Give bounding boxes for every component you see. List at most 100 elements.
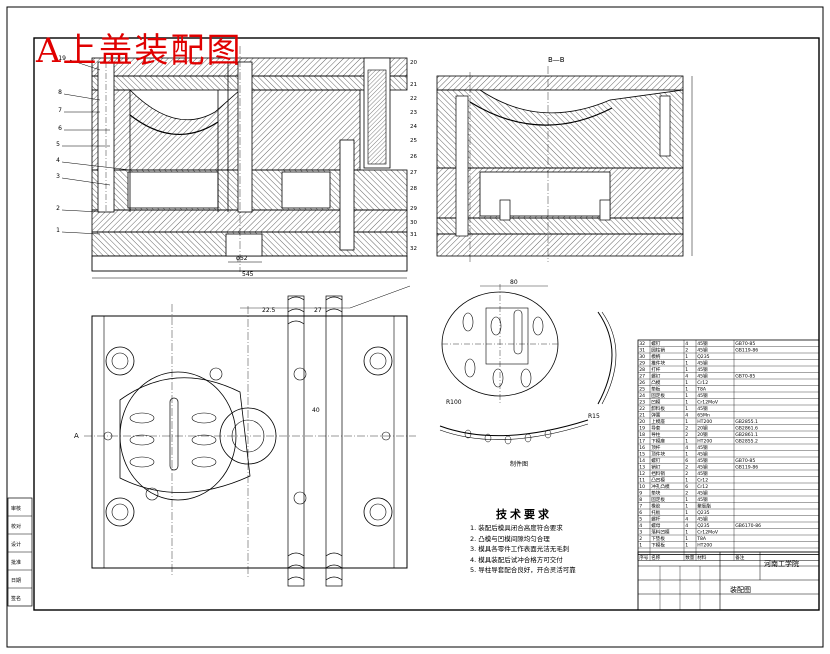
bom-cell: 45钢 xyxy=(697,340,708,347)
balloon: 21 xyxy=(410,82,417,88)
bom-cell: 1 xyxy=(685,452,688,458)
section-marker-a: A xyxy=(74,432,79,440)
bom-cell: 45钢 xyxy=(697,516,708,523)
bom-cell: Q235 xyxy=(697,354,709,360)
balloon: 23 xyxy=(410,110,417,116)
bom-cell: 1 xyxy=(685,478,688,484)
bom-cell: GB2855.2 xyxy=(735,439,758,445)
bom-cell: 凸凹模 xyxy=(651,477,665,484)
balloon: 6 xyxy=(58,125,62,132)
bom-cell: 打杆 xyxy=(651,366,661,373)
bom-cell: 32 xyxy=(639,341,645,347)
bom-cell: 4 xyxy=(685,517,688,523)
bom-cell: 45钢 xyxy=(697,490,708,497)
bom-cell: 顶杆 xyxy=(651,444,661,451)
bom-cell: 垫板 xyxy=(651,386,661,393)
bom-cell: 12 xyxy=(639,471,645,477)
bom-cell: 45钢 xyxy=(697,405,708,412)
bom-cell: 凸模 xyxy=(651,379,661,386)
balloons-mid: 20 21 22 23 24 25 26 27 28 29 30 31 32 xyxy=(410,60,417,252)
stamp-cell: 日期 xyxy=(11,578,21,584)
bom-cell: 45钢 xyxy=(697,366,708,373)
stamp-cell: 审核 xyxy=(11,505,21,512)
bom-cell: GB70-85 xyxy=(735,374,755,380)
bom-cell: GB119-86 xyxy=(735,348,758,354)
bb-section-view: B—B xyxy=(436,56,693,262)
bom-cell: HT200 xyxy=(697,543,712,549)
balloon: 29 xyxy=(410,206,417,212)
bom-cell: Cr12MoV xyxy=(697,530,719,536)
balloons-left-leaders xyxy=(61,59,131,235)
bom-cell: 1 xyxy=(685,536,688,542)
bom-cell: 1 xyxy=(685,393,688,399)
bom-cell: 27 xyxy=(639,374,645,380)
institute-name: 河南工学院 xyxy=(764,559,799,568)
bom-cell: 螺钉 xyxy=(651,373,661,380)
bom-cell: 15 xyxy=(639,452,645,458)
bom-cell: T8A xyxy=(696,387,707,393)
balloon: 24 xyxy=(410,124,417,130)
bom-cell: 10 xyxy=(639,484,645,490)
stamp-cell: 签名 xyxy=(11,595,21,602)
bom-cell: 8 xyxy=(639,497,642,503)
bom-cell: 6 xyxy=(685,484,688,490)
bom-cell: 3 xyxy=(639,530,642,536)
bom-cell: 11 xyxy=(639,478,645,484)
bom-cell: 45钢 xyxy=(697,347,708,354)
bom-cell: 挡料销 xyxy=(651,470,665,477)
bom-cell: 45钢 xyxy=(697,496,708,503)
bom-cell: 21 xyxy=(639,413,645,419)
bom-cell: 2 xyxy=(639,536,642,542)
bom-cell: 下模板 xyxy=(651,542,665,549)
bom-cell: 45钢 xyxy=(697,470,708,477)
part-drawing: 80 R100 R15 制件图 xyxy=(439,279,617,468)
guide-hole xyxy=(105,346,135,376)
bom-cell: 45钢 xyxy=(697,444,708,451)
bom-cell: 橡胶 xyxy=(651,503,661,510)
bom-cell: 2 xyxy=(685,348,688,354)
bom-cell: 4 xyxy=(685,445,688,451)
bom-cell: 2 xyxy=(685,465,688,471)
bom-cell: 13 xyxy=(639,465,645,471)
balloon: 19 xyxy=(58,55,66,62)
side-stamp: 审核 校对 设计 批准 日期 签名 xyxy=(7,497,33,607)
tech-note: 5. 导柱导套配合良好，开合灵活可靠 xyxy=(470,566,576,575)
bom-cell: 1 xyxy=(639,543,642,549)
bom-cell: 24 xyxy=(639,393,645,399)
bom-cell: 卸料板 xyxy=(651,405,665,412)
bom-cell: 1 xyxy=(685,504,688,510)
bom-cell: 16 xyxy=(639,445,645,451)
tech-note: 3. 模具各零件工作表面光洁无毛刺 xyxy=(470,545,570,554)
balloon: 20 xyxy=(410,60,417,66)
bom-cell: 1 xyxy=(685,406,688,412)
bom-cell: 4 xyxy=(685,523,688,529)
dim-width: 545 xyxy=(242,271,254,278)
bom-cell: Cr12 xyxy=(697,478,708,484)
bom-cell: 26 xyxy=(639,380,645,386)
bom-cell: 1 xyxy=(685,543,688,549)
bom-cell: 4 xyxy=(685,374,688,380)
bom-cell: 4 xyxy=(685,341,688,347)
dim-d2: 40 xyxy=(312,407,320,414)
bom-cell: GB6170-86 xyxy=(735,523,761,529)
balloon: 5 xyxy=(56,141,60,148)
bom-cell: 1 xyxy=(685,510,688,516)
bom-cell: 45钢 xyxy=(697,373,708,380)
balloon: 3 xyxy=(56,173,60,180)
title-block: 河南工学院 装配图 xyxy=(637,551,820,611)
bom-cell: 29 xyxy=(639,361,645,367)
balloon: 30 xyxy=(410,220,417,226)
bom-cell: 45钢 xyxy=(697,464,708,471)
balloon: 22 xyxy=(410,96,417,102)
plan-view: A 22.5 27 40 xyxy=(74,285,416,587)
balloon: 26 xyxy=(410,154,417,160)
bom-cell: 45钢 xyxy=(697,360,708,367)
bom-cell: 固定板 xyxy=(651,496,665,503)
bom-cell: 导柱 xyxy=(651,431,661,438)
front-section-view: 545 φ52 xyxy=(91,46,408,279)
bom-cell: 4 xyxy=(639,523,642,529)
bom-cell: 30 xyxy=(639,354,645,360)
bom-cell: 模柄 xyxy=(651,353,661,360)
bom-header-cell: 序号 xyxy=(639,554,649,561)
